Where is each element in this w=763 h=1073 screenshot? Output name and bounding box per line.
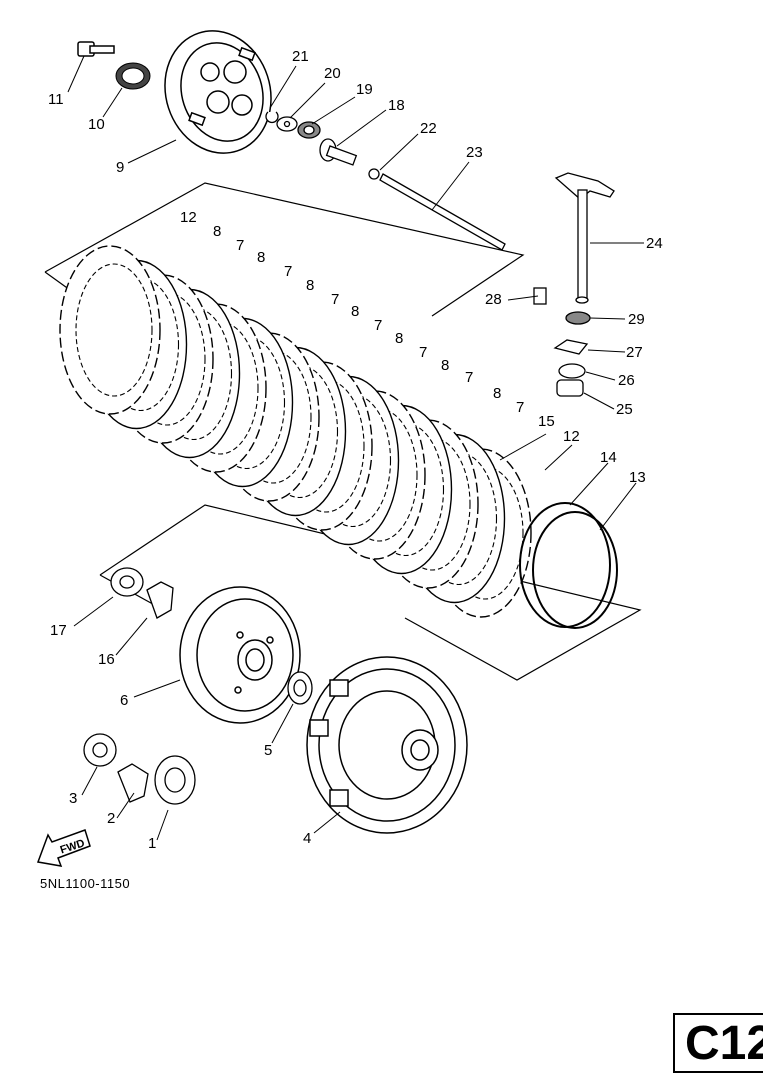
- callout-7c: 7: [331, 291, 339, 308]
- callout-27: 27: [626, 344, 643, 361]
- push-rod: [379, 173, 506, 251]
- callout-1: 1: [148, 835, 156, 852]
- callout-9: 9: [116, 159, 124, 176]
- clutch-plate-inner-ring: [75, 263, 153, 397]
- callout-22: 22: [420, 120, 437, 137]
- callout-25: 25: [616, 401, 633, 418]
- callout-19: 19: [356, 81, 373, 98]
- callout-21: 21: [292, 48, 309, 65]
- clutch-plate-stack: [59, 245, 618, 629]
- callout-12b: 12: [563, 428, 580, 445]
- callout-7e: 7: [419, 344, 427, 361]
- callout-2: 2: [107, 810, 115, 827]
- document-code: 5NL1100-1150: [40, 876, 131, 891]
- clutch-bolt: [77, 41, 115, 57]
- clutch-boss: [179, 586, 301, 724]
- callout-24: 24: [646, 235, 663, 252]
- push-lever-assembly: [533, 172, 615, 397]
- callout-16: 16: [98, 651, 115, 668]
- callout-labels: 1 2 3 4 5 6 7 7 7 7 7 7 7 8 8 8 8 8 8 8 …: [48, 48, 663, 852]
- callout-7b: 7: [284, 263, 292, 280]
- callout-28: 28: [485, 291, 502, 308]
- plate-group-outline: [44, 182, 642, 681]
- callout-12a: 12: [180, 209, 197, 226]
- callout-7g: 7: [516, 399, 524, 416]
- page-tab: C12: [673, 1013, 763, 1073]
- callout-14: 14: [600, 449, 617, 466]
- callout-26: 26: [618, 372, 635, 389]
- callout-7f: 7: [465, 369, 473, 386]
- callout-8d: 8: [351, 303, 359, 320]
- callout-11: 11: [48, 91, 64, 108]
- callout-29: 29: [628, 311, 645, 328]
- fwd-arrow: FWD: [36, 829, 91, 867]
- clutch-housing: [306, 656, 468, 834]
- callout-13: 13: [629, 469, 646, 486]
- small-parts: [265, 111, 380, 180]
- callout-8c: 8: [306, 277, 314, 294]
- leader-lines: [67, 55, 644, 841]
- callout-15: 15: [538, 413, 555, 430]
- retaining-ring: [532, 511, 618, 629]
- clutch-spring: [115, 62, 151, 90]
- callout-10: 10: [88, 116, 105, 133]
- callout-18: 18: [388, 97, 405, 114]
- callout-20: 20: [324, 65, 341, 82]
- clutch-plate: [59, 245, 161, 415]
- callout-23: 23: [466, 144, 483, 161]
- small-hardware: [83, 567, 313, 805]
- callout-7d: 7: [374, 317, 382, 334]
- callout-3: 3: [69, 790, 77, 807]
- page-tab-label: C12: [685, 1017, 763, 1070]
- callout-7a: 7: [236, 237, 244, 254]
- callout-17: 17: [50, 622, 67, 639]
- callout-8f: 8: [441, 357, 449, 374]
- callout-8e: 8: [395, 330, 403, 347]
- pressure-plate: [164, 30, 272, 154]
- callout-5: 5: [264, 742, 272, 759]
- callout-8b: 8: [257, 249, 265, 266]
- callout-8a: 8: [213, 223, 221, 240]
- callout-6: 6: [120, 692, 128, 709]
- callout-8g: 8: [493, 385, 501, 402]
- callout-4: 4: [303, 830, 311, 847]
